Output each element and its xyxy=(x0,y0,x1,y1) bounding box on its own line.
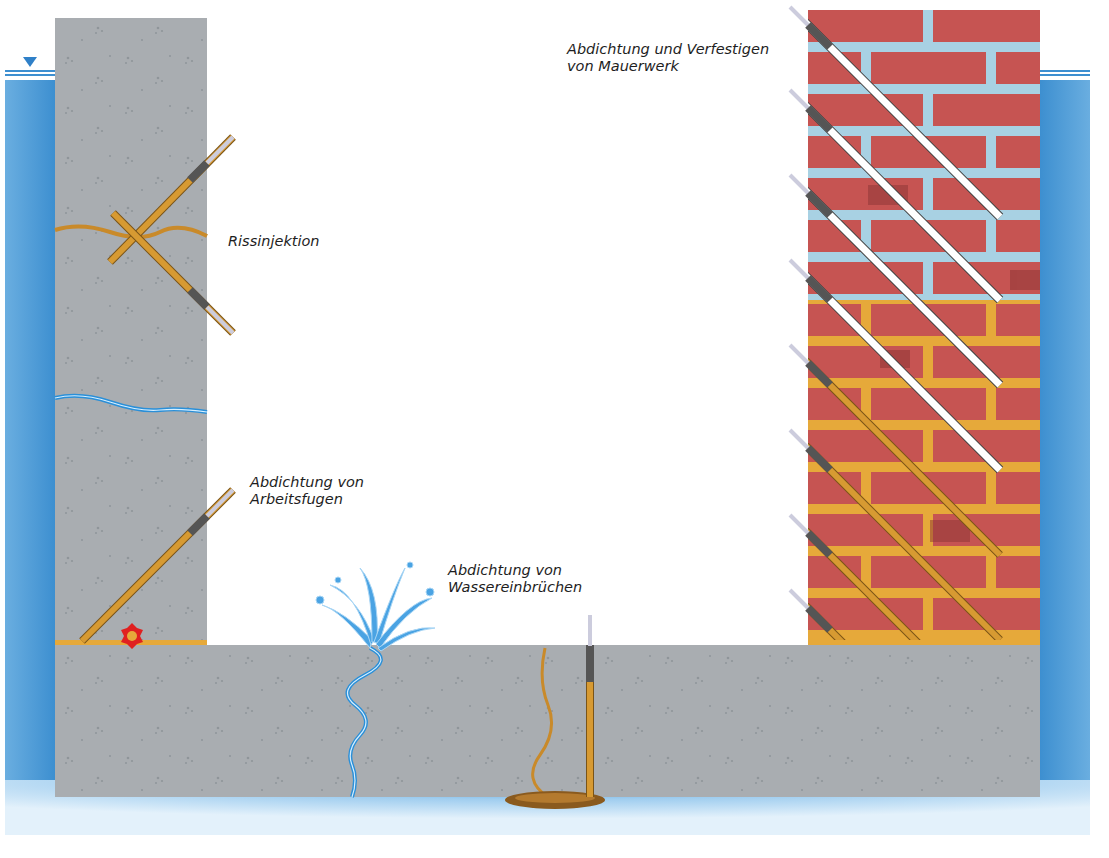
packer-stroke xyxy=(808,95,1000,300)
packer-stroke xyxy=(808,350,1000,555)
packer-stroke xyxy=(808,363,830,385)
packer-stroke xyxy=(808,533,830,555)
packer-stroke xyxy=(808,12,1000,217)
callout-label: Abdichtung von Wassereinbrüchen xyxy=(448,562,593,596)
packer-stroke xyxy=(808,95,1000,300)
packer-stroke xyxy=(808,180,1000,385)
packer-stroke xyxy=(808,25,830,47)
packer-stroke xyxy=(808,265,1000,470)
callout-label: Abdichtung und Verfestigen von Mauerwerk xyxy=(567,41,782,75)
packer-stroke xyxy=(808,520,1000,645)
callout-label: Rissinjektion xyxy=(228,233,358,250)
packer-stroke xyxy=(808,180,1000,385)
packer-stroke xyxy=(808,435,1000,640)
packer-stroke xyxy=(808,435,1000,640)
packer-stroke xyxy=(808,595,1000,645)
packer-stroke xyxy=(808,278,830,300)
packer-stroke xyxy=(808,608,830,630)
packer-stroke xyxy=(808,520,1000,645)
packer-stroke xyxy=(808,12,1000,217)
packer-stroke xyxy=(808,265,1000,470)
packer-stroke xyxy=(808,448,830,470)
packer-stroke xyxy=(808,350,1000,555)
packer-stroke xyxy=(808,595,1000,645)
callout-label: Abdichtung von Arbeitsfugen xyxy=(250,474,375,508)
packer-stroke xyxy=(808,108,830,130)
packer-stroke xyxy=(808,193,830,215)
